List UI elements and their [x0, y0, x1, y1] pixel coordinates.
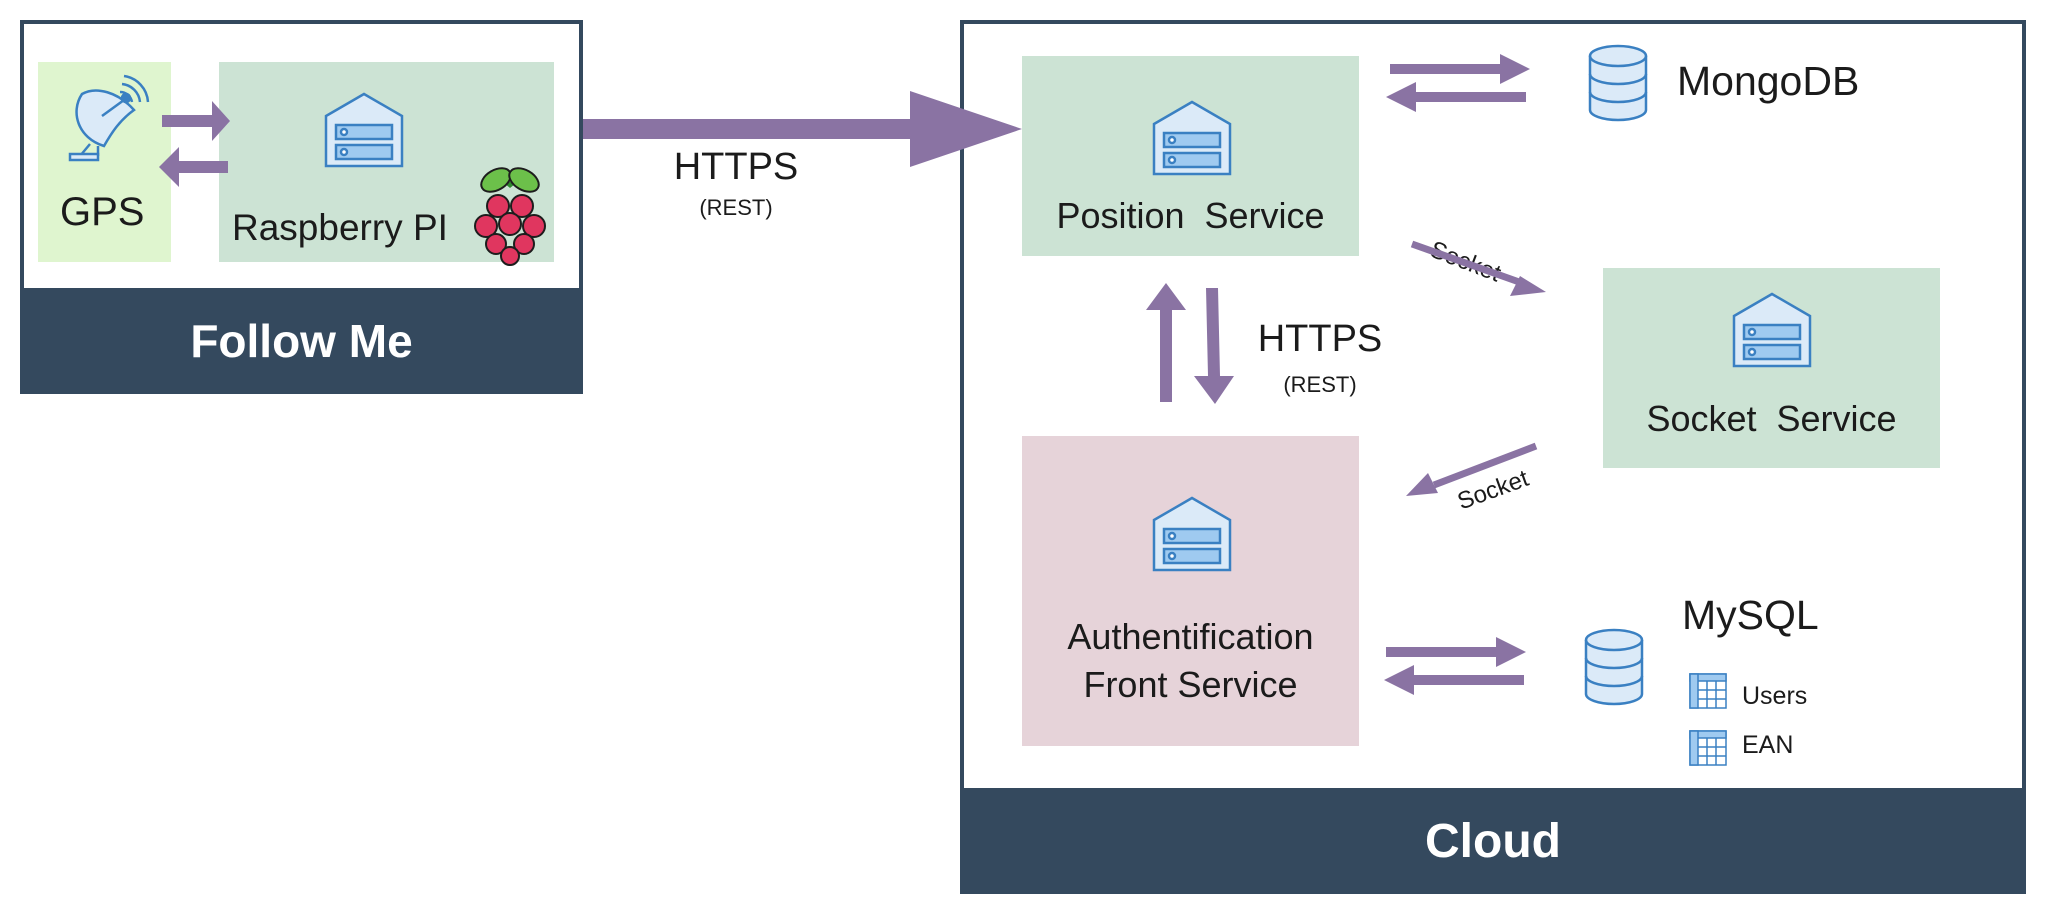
- mysql-label: MySQL: [1682, 592, 1819, 638]
- server-icon: [1152, 496, 1232, 572]
- auth-line1-label: Authentification: [1067, 616, 1314, 657]
- server-icon: [1732, 292, 1812, 368]
- auth-line2-label: Front Service: [1083, 664, 1298, 705]
- arrow-pi-to-gps: [159, 147, 228, 187]
- arrow-position-to-auth: [1194, 288, 1234, 404]
- https-label: HTTPS: [673, 146, 799, 188]
- arrow-mysql-to-auth: [1384, 665, 1524, 695]
- satellite-dish-icon: [68, 74, 150, 162]
- internal-https-label: HTTPS: [1257, 318, 1383, 360]
- auth-front-service-box: [1022, 436, 1359, 746]
- arrow-position-to-socket: [1410, 240, 1524, 287]
- gps-label: GPS: [60, 190, 145, 234]
- follow-me-title: Follow Me: [20, 288, 583, 394]
- database-icon: [1584, 628, 1644, 706]
- raspberry-pi-logo: [474, 167, 546, 266]
- internal-rest-label: (REST): [1283, 372, 1357, 397]
- mysql-table-ean: EAN: [1742, 731, 1794, 759]
- table-icon: [1689, 673, 1727, 709]
- table-icon: [1689, 730, 1727, 766]
- rest-label: (REST): [699, 195, 773, 220]
- arrow-https-main: [583, 91, 1022, 167]
- socket-service-label: Socket Service: [1646, 398, 1897, 439]
- arrow-socket-to-auth: [1432, 442, 1538, 489]
- cloud-title: Cloud: [960, 788, 2026, 894]
- raspberry-pi-label: Raspberry PI: [232, 207, 448, 248]
- database-icon: [1588, 44, 1648, 122]
- arrow-auth-to-position: [1146, 283, 1186, 402]
- arrow-mongodb-to-position: [1386, 82, 1526, 112]
- position-service-label: Position Service: [1056, 195, 1325, 236]
- server-icon: [1152, 100, 1232, 176]
- mongodb-label: MongoDB: [1677, 58, 1860, 104]
- mysql-table-users: Users: [1742, 682, 1808, 710]
- server-icon: [324, 92, 404, 168]
- arrow-auth-to-mysql: [1386, 637, 1526, 667]
- arrow-position-to-mongodb: [1390, 54, 1530, 84]
- arrow-gps-to-pi: [162, 101, 230, 141]
